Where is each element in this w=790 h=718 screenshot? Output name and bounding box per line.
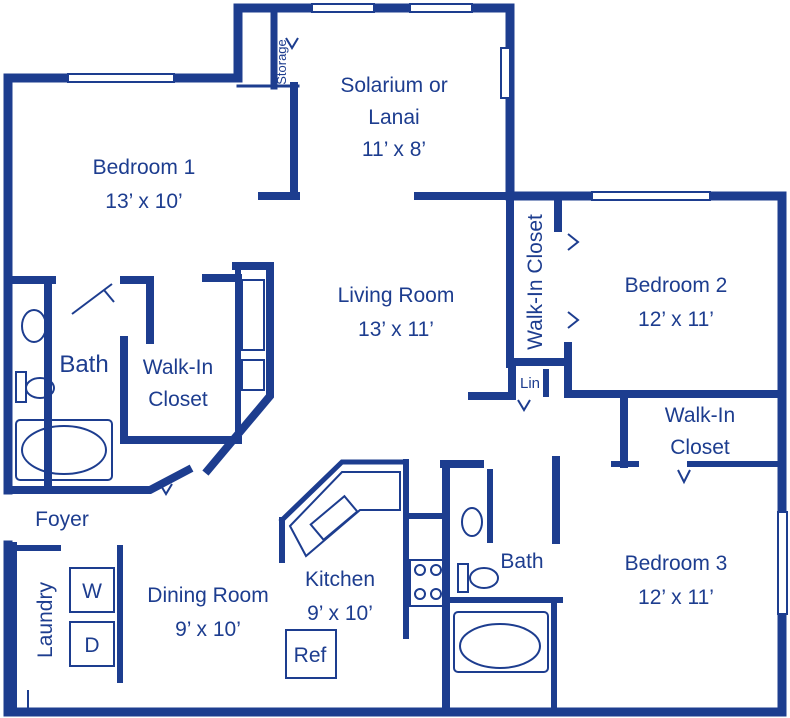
bedroom1-label: Bedroom 1 (93, 156, 196, 179)
walkin1-label-line1: Walk-In (143, 356, 213, 379)
dryer-label: D (84, 634, 99, 657)
living-room-size: 13’ x 11’ (358, 318, 434, 341)
bath2-tub (453, 611, 549, 673)
bath1-toilet-tank (15, 371, 27, 403)
bath2-toilet (469, 567, 499, 589)
interior-walls (4, 8, 786, 716)
linen-label: Lin (520, 375, 540, 392)
dining-room-size: 9’ x 10’ (175, 618, 241, 641)
bath1-tub (15, 419, 113, 481)
bath1-label: Bath (59, 351, 108, 378)
bedroom2-label: Bedroom 2 (625, 274, 728, 297)
bedroom1-window (67, 73, 175, 83)
bath2-label: Bath (500, 550, 543, 573)
living-room-label: Living Room (338, 284, 455, 307)
bedroom2-size: 12’ x 11’ (638, 308, 714, 331)
bath2-toilet-tank (457, 563, 469, 593)
solarium-label-line2: Lanai (368, 106, 419, 129)
door-marks (27, 37, 691, 712)
walkin3-label-line2: Closet (670, 436, 730, 459)
bath1-toilet (25, 377, 55, 399)
dryer-box[interactable] (69, 621, 115, 667)
room-labels: Solarium or Lanai 11’ x 8’ Storage Bedro… (34, 39, 735, 667)
bath2-tub-basin (459, 623, 541, 669)
kitchen-label: Kitchen (305, 568, 375, 591)
bedroom3-label: Bedroom 3 (625, 552, 728, 575)
bedroom3-window (777, 511, 788, 615)
bedroom1-size: 13’ x 10’ (105, 190, 182, 213)
windows (67, 3, 788, 615)
stove (409, 559, 445, 607)
bath2-sink (461, 507, 483, 537)
washer-label: W (82, 580, 102, 603)
solarium-window-right (409, 3, 473, 13)
kitchen-sink (309, 494, 359, 542)
washer-box[interactable] (69, 567, 115, 613)
bath1-tub-basin (21, 425, 107, 475)
bedroom3-size: 12’ x 11’ (638, 586, 714, 609)
solarium-label-line1: Solarium or (340, 74, 447, 97)
solarium-size: 11’ x 8’ (362, 138, 426, 161)
bath1-sink (21, 309, 47, 343)
refrigerator-label: Ref (294, 644, 327, 667)
storage-label: Storage (274, 39, 289, 85)
dining-room-label: Dining Room (147, 584, 268, 607)
walkin-closet-center-label: Walk-In Closet (524, 214, 547, 350)
walkin1-label-line2: Closet (148, 388, 208, 411)
kitchen-size: 9’ x 10’ (307, 602, 373, 625)
walkin3-label-line1: Walk-In (665, 404, 735, 427)
fixtures (15, 279, 549, 679)
solarium-side-window (500, 47, 511, 99)
refrigerator-box[interactable] (285, 629, 337, 679)
bedroom2-window (591, 191, 711, 201)
laundry-label: Laundry (34, 582, 57, 658)
solarium-window-left (311, 3, 375, 13)
foyer-label: Foyer (35, 508, 89, 531)
